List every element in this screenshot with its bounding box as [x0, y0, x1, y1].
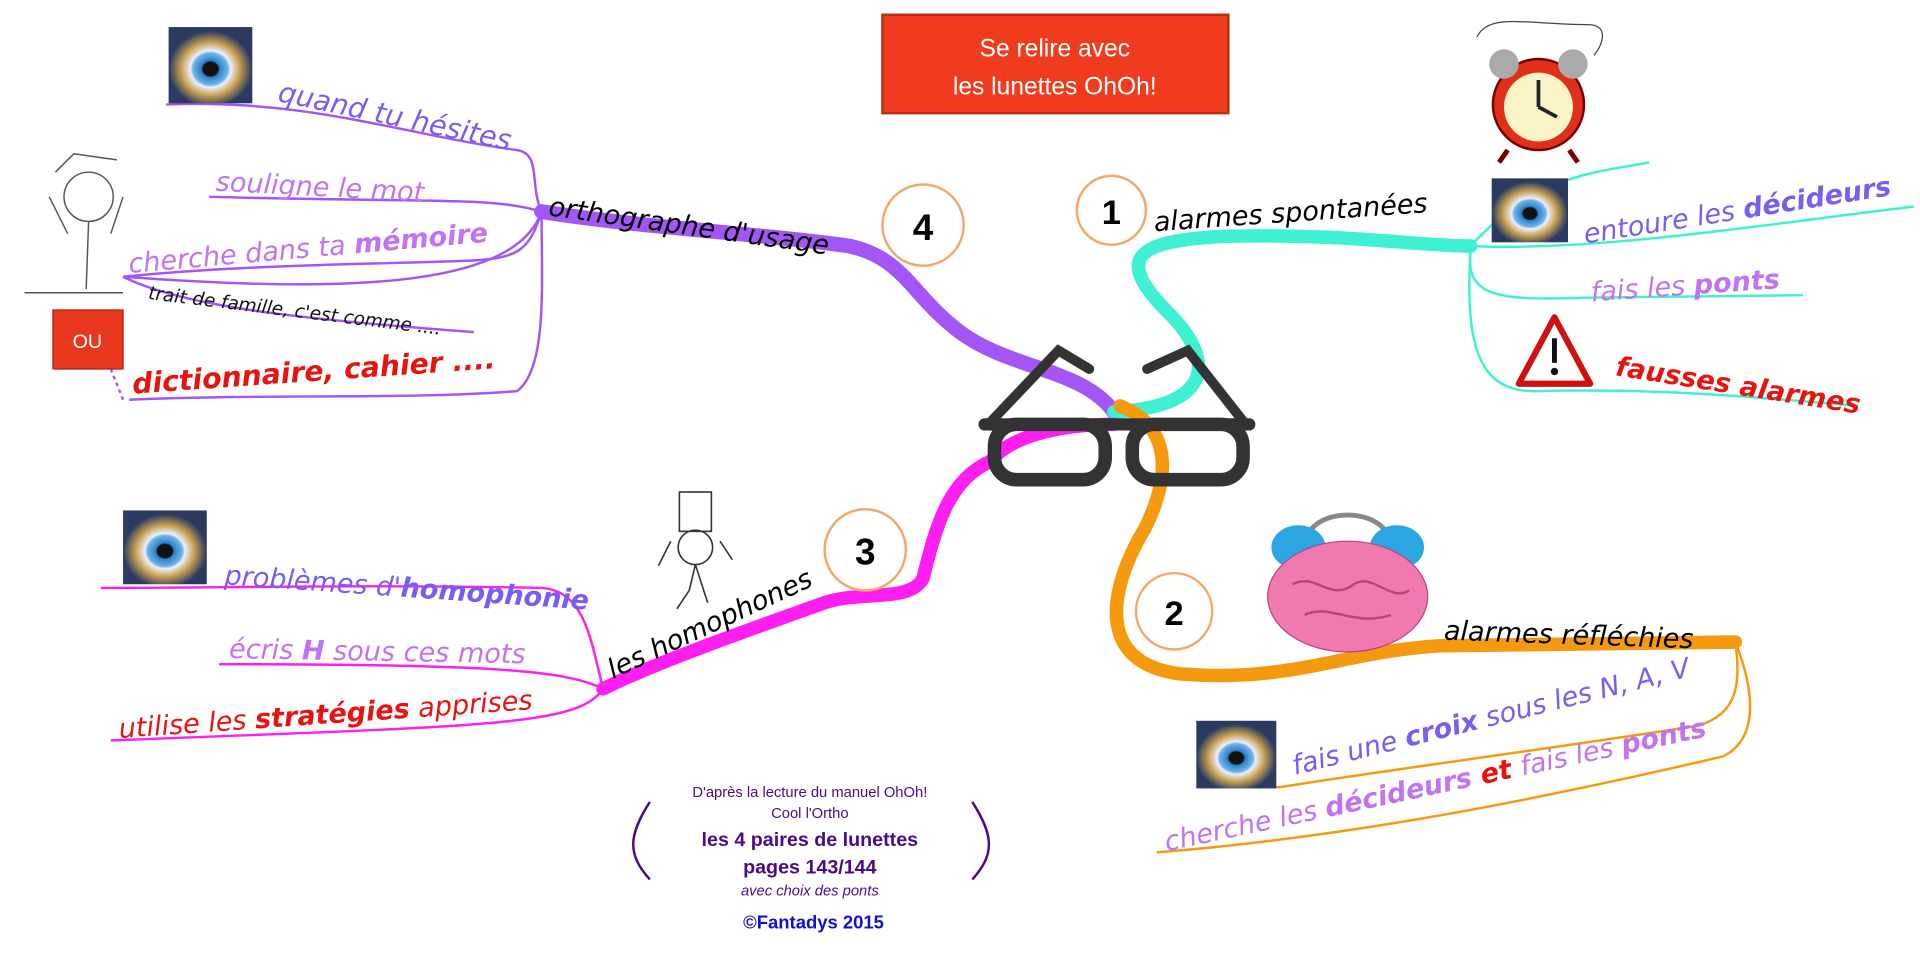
- caption-line-3: les 4 paires de lunettes: [702, 829, 919, 851]
- caption-line-5: avec choix des ponts: [741, 883, 879, 899]
- circle-2: 2: [1134, 571, 1214, 651]
- svg-text:OU: OU: [73, 331, 103, 353]
- brain-clock-icon: [1267, 512, 1429, 653]
- item-quand-tu-hesites: quand tu hésites: [275, 75, 514, 157]
- eye-picture: [123, 510, 207, 585]
- thinking-person-icon: [24, 152, 124, 294]
- cartoon-boy-icon: [657, 491, 733, 610]
- svg-text:3: 3: [855, 532, 876, 573]
- item-entoure-decideurs: entoure les décideurs: [1581, 171, 1893, 250]
- branch-homophones-line: [596, 417, 1121, 696]
- svg-text:2: 2: [1165, 595, 1184, 633]
- item-cherche-memoire: cherche dans ta mémoire: [127, 218, 489, 280]
- eye-picture: [1196, 720, 1277, 789]
- warning-icon: [1515, 314, 1594, 387]
- title-line-1: Se relire avec: [980, 36, 1130, 63]
- branch-homophones-label: les homophones: [603, 563, 818, 685]
- svg-text:1: 1: [1102, 194, 1121, 232]
- eye-picture: [168, 27, 253, 104]
- svg-text:4: 4: [913, 207, 934, 248]
- copyright: ©Fantadys 2015: [743, 912, 884, 933]
- branch-spontanees-line: [1107, 229, 1478, 419]
- item-trait-de-famille: trait de famille, c'est comme ....: [147, 283, 442, 340]
- caption-line-1: D'après la lecture du manuel OhOh!: [692, 785, 927, 801]
- item-dictionnaire: dictionnaire, cahier ....: [131, 342, 496, 400]
- homophones-sub-lines: [100, 585, 605, 742]
- circle-4: 4: [881, 183, 965, 267]
- circle-3: 3: [823, 507, 908, 592]
- item-fausses-alarmes: fausses alarmes: [1614, 351, 1863, 420]
- branch-reflechies-line: [1109, 399, 1743, 683]
- caption-line-2: Cool l'Ortho: [771, 806, 848, 822]
- item-souligne-le-mot: souligne le mot: [215, 167, 426, 209]
- caption-line-4: pages 143/144: [743, 856, 877, 878]
- circle-1: 1: [1075, 174, 1148, 246]
- caption: D'après la lecture du manuel OhOh! Cool …: [632, 785, 991, 933]
- item-fais-les-ponts: fais les ponts: [1590, 264, 1781, 308]
- glasses-icon: [978, 344, 1256, 487]
- title-line-2: les lunettes OhOh!: [953, 74, 1157, 101]
- reflechies-sub-lines: [1156, 641, 1752, 854]
- ou-box: OU: [52, 309, 124, 370]
- item-strategies: utilise les stratégies apprises: [118, 685, 534, 745]
- item-ecris-h: écris H sous ces mots: [229, 634, 526, 670]
- item-problemes-homophonie: problèmes d'homophonie: [223, 560, 591, 616]
- branch-usage-label: orthographe d'usage: [547, 191, 831, 261]
- title-box: Se relire avec les lunettes OhOh!: [881, 13, 1230, 115]
- alarm-clock-icon: [1476, 20, 1603, 164]
- usage-sub-lines: [109, 102, 544, 401]
- eye-picture: [1491, 178, 1568, 243]
